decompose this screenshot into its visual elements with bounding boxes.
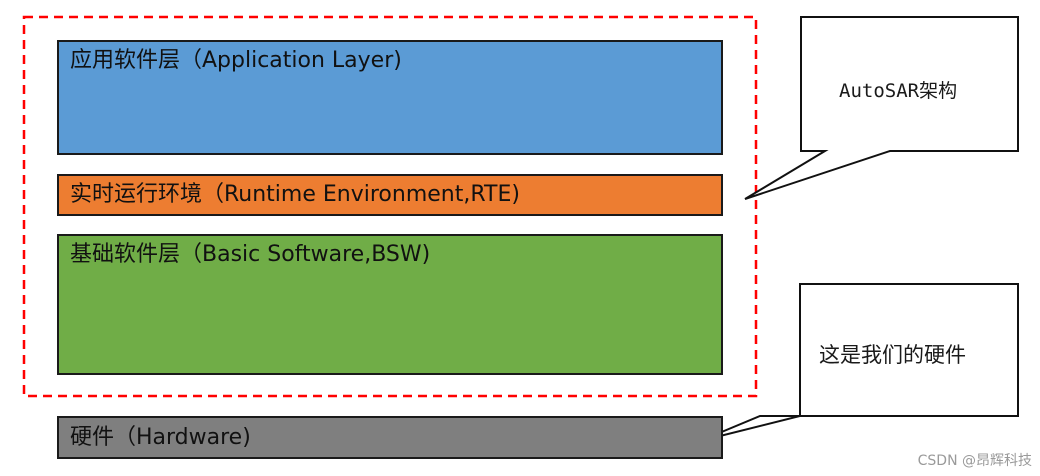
application-layer-label: 应用软件层（Application Layer) (70, 48, 402, 73)
bsw-layer: 基础软件层（Basic Software,BSW) (57, 234, 723, 375)
hardware-callout-text: 这是我们的硬件 (819, 343, 966, 367)
application-layer: 应用软件层（Application Layer) (57, 40, 723, 155)
autosar-callout-text: AutoSAR架构 (839, 80, 958, 102)
hardware-layer-label: 硬件（Hardware) (70, 425, 251, 450)
hardware-callout-bubble (699, 283, 1019, 442)
hardware-layer: 硬件（Hardware) (57, 416, 723, 459)
autosar-group-border (22, 15, 758, 398)
watermark: CSDN @昂辉科技 (917, 453, 1032, 469)
bsw-layer-label: 基础软件层（Basic Software,BSW) (70, 242, 431, 267)
rte-layer-label: 实时运行环境（Runtime Environment,RTE) (70, 182, 520, 207)
autosar-callout-bubble (744, 16, 1019, 200)
rte-layer: 实时运行环境（Runtime Environment,RTE) (57, 174, 723, 216)
